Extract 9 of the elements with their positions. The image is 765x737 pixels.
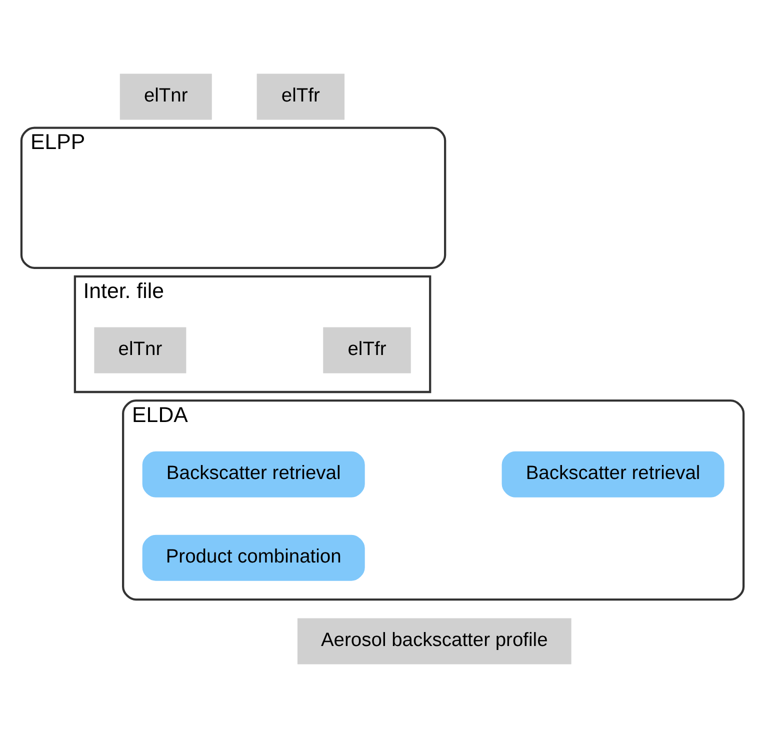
node-box: Backscatter retrieval xyxy=(142,450,365,497)
node-box: Aerosol backscatter profile xyxy=(297,618,572,664)
node-box: Backscatter retrieval xyxy=(502,450,724,497)
node-box: elTnr xyxy=(120,73,212,120)
node-box: elTnr xyxy=(94,326,186,373)
node-box: elTfr xyxy=(323,326,411,373)
node-box: elTfr xyxy=(256,73,345,120)
node-box: ELPP xyxy=(20,126,446,268)
node-box: Product combination xyxy=(142,534,365,580)
